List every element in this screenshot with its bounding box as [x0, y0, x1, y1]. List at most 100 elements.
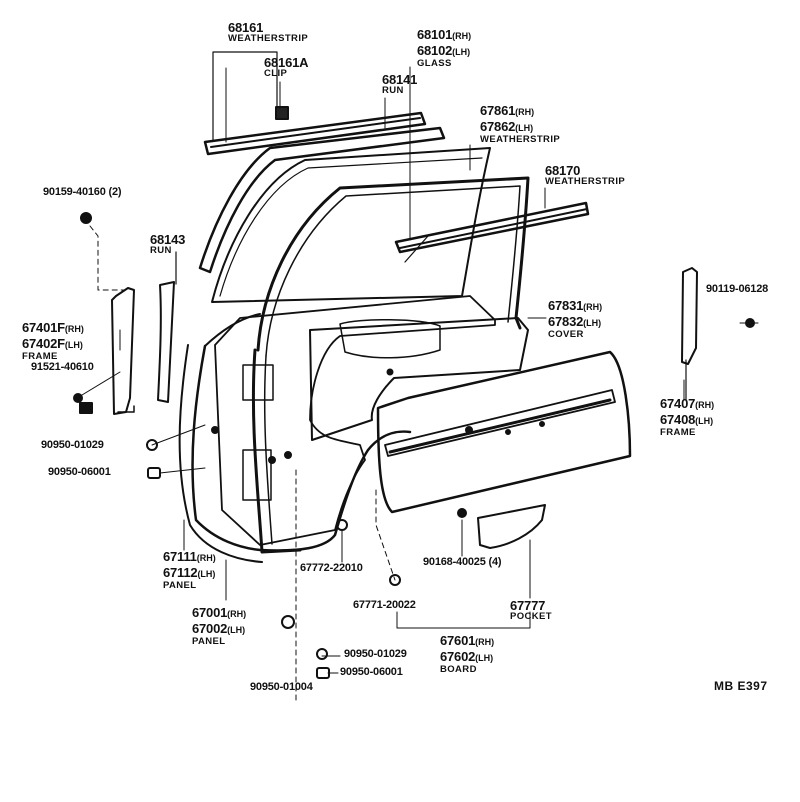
label-68161: 68161 WEATHERSTRIP — [228, 21, 308, 44]
weatherstrip-67861-part — [251, 176, 530, 554]
part-number: 90950-01029 — [344, 648, 407, 660]
part-number-lh: 67862 — [480, 119, 516, 134]
part-number: 90119-06128 — [706, 283, 769, 295]
label-67001: 67001(RH) 67002(LH) PANEL — [192, 605, 246, 647]
part-name: COVER — [548, 329, 584, 340]
part-name: WEATHERSTRIP — [228, 33, 309, 44]
label-68141: 68141 RUN — [382, 73, 417, 96]
suffix-rh: (RH) — [515, 107, 535, 117]
part-number-rh: 67407 — [660, 396, 696, 411]
glass-part — [211, 147, 491, 303]
part-number-rh: 67601 — [440, 633, 476, 648]
part-number-lh: 67602 — [440, 649, 476, 664]
part-number: 90950-01004 — [250, 681, 313, 693]
board-part — [376, 350, 632, 514]
weatherstrip-68161-part — [203, 51, 427, 156]
part-name: WEATHERSTRIP — [545, 176, 626, 187]
suffix-lh: (LH) — [515, 123, 534, 133]
part-number-rh: 68101 — [417, 27, 453, 42]
suffix-rh: (RH) — [196, 553, 216, 563]
part-number: 67771-20022 — [353, 599, 416, 611]
part-number-rh: 67831 — [548, 298, 584, 313]
label-90950-01004: 90950-01004 — [250, 682, 313, 693]
part-name: FRAME — [22, 351, 58, 362]
suffix-rh: (RH) — [227, 609, 247, 619]
suffix-rh: (RH) — [475, 637, 495, 647]
label-67861: 67861(RH) 67862(LH) WEATHERSTRIP — [480, 103, 560, 145]
run-68141-part — [198, 126, 446, 274]
label-90950-06001-lower: 90950-06001 — [340, 667, 403, 678]
part-number-lh: 67002 — [192, 621, 228, 636]
label-68161a: 68161A CLIP — [264, 55, 309, 79]
part-number: 68170 — [545, 163, 581, 178]
part-number: 91521-40610 — [31, 361, 94, 373]
pocket-part — [477, 504, 546, 549]
part-number-rh: 67111 — [163, 549, 197, 564]
frame-67407-part — [681, 267, 698, 401]
leader-lines — [81, 66, 759, 701]
part-name: CLIP — [264, 68, 288, 79]
part-name: GLASS — [417, 58, 452, 69]
part-number: 67772-22010 — [300, 562, 363, 574]
part-name: RUN — [150, 245, 172, 256]
suffix-lh: (LH) — [227, 625, 246, 635]
label-90159: 90159-40160 (2) — [43, 186, 122, 198]
label-90950-01029-lower: 90950-01029 — [344, 649, 407, 660]
suffix-lh: (LH) — [695, 416, 714, 426]
suffix-rh: (RH) — [695, 400, 715, 410]
label-67407: 67407(RH) 67408(LH) FRAME — [660, 396, 714, 438]
label-91521: 91521-40610 — [31, 362, 94, 373]
part-number: 68161A — [264, 55, 309, 70]
part-number-lh: 67112 — [163, 565, 198, 580]
part-number-lh: 68102 — [417, 43, 453, 58]
suffix-rh: (RH) — [64, 324, 84, 334]
run-68143-part — [157, 251, 177, 403]
label-67772: 67772-22010 — [300, 563, 363, 574]
label-68143: 68143 RUN — [150, 233, 185, 256]
part-number: 67777 — [510, 598, 546, 613]
suffix-rh: (RH) — [583, 302, 603, 312]
label-board: 67601(RH) 67602(LH) BOARD — [440, 633, 494, 675]
part-name: FRAME — [660, 427, 696, 438]
part-name: RUN — [382, 85, 404, 96]
part-number: 68141 — [382, 72, 418, 87]
label-67111: 67111(RH) 67112(LH) PANEL — [163, 549, 216, 591]
label-glass: 68101(RH) 68102(LH) GLASS — [417, 27, 471, 69]
part-name: BOARD — [440, 664, 477, 675]
suffix-rh: (RH) — [452, 31, 472, 41]
part-name: PANEL — [192, 636, 226, 647]
label-90119: 90119-06128 — [706, 284, 768, 295]
part-name: WEATHERSTRIP — [480, 134, 561, 145]
suffix-lh: (LH) — [452, 47, 471, 57]
part-number-rh: 67001 — [192, 605, 228, 620]
suffix-lh: (LH) — [583, 318, 602, 328]
panel-67001-part — [178, 313, 412, 563]
label-68170: 68170 WEATHERSTRIP — [545, 164, 625, 187]
part-number: 68161 — [228, 20, 264, 35]
label-90168: 90168-40025 (4) — [423, 557, 502, 568]
label-90950-01029-upper: 90950-01029 — [41, 440, 104, 451]
suffix-lh: (LH) — [64, 340, 83, 350]
label-pocket: 67777 POCKET — [510, 599, 552, 622]
part-number: 90950-06001 — [48, 466, 111, 478]
label-90950-06001-upper: 90950-06001 — [48, 467, 111, 478]
part-name: PANEL — [163, 580, 197, 591]
part-number-lh: 67408 — [660, 412, 696, 427]
part-number-lh: 67402F — [22, 336, 65, 351]
part-number: 90950-01029 — [41, 439, 104, 451]
suffix-lh: (LH) — [475, 653, 494, 663]
suffix-lh: (LH) — [197, 569, 216, 579]
part-name: POCKET — [510, 611, 552, 622]
label-cover: 67831(RH) 67832(LH) COVER — [548, 298, 602, 340]
label-67771: 67771-20022 — [353, 600, 416, 611]
part-number-rh: 67861 — [480, 103, 516, 118]
part-number: 90159-40160 (2) — [43, 186, 122, 198]
frame-67401-part — [111, 287, 135, 415]
part-number-rh: 67401F — [22, 320, 65, 335]
part-number: 90950-06001 — [340, 666, 403, 678]
diagram-code: MB E397 — [714, 679, 768, 693]
part-number-lh: 67832 — [548, 314, 584, 329]
weatherstrip-68170-part — [394, 201, 590, 254]
label-67401f: 67401F(RH) 67402F(LH) FRAME — [22, 320, 84, 362]
